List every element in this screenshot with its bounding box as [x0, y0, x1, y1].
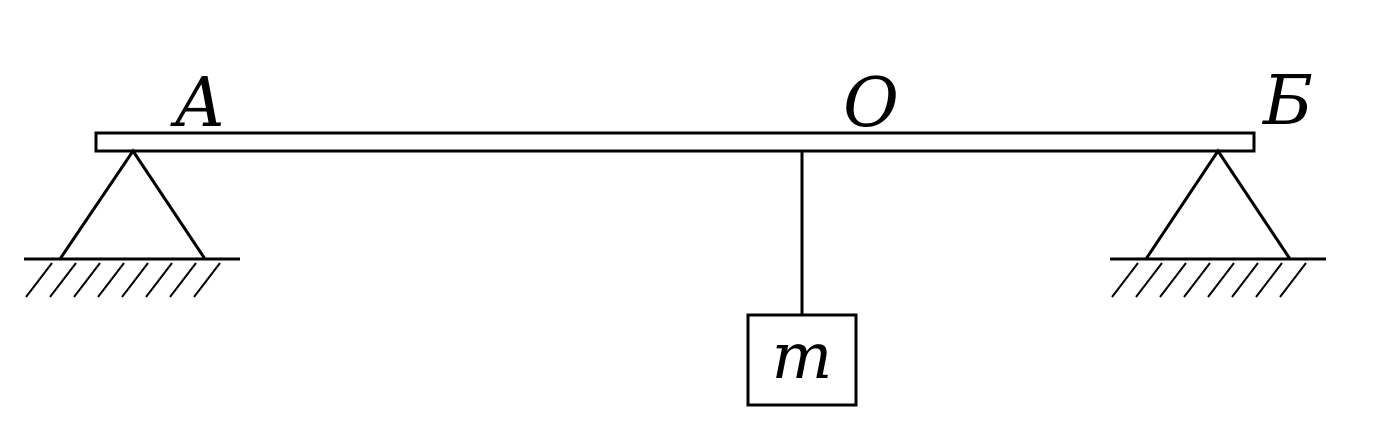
- label-mass: m: [772, 320, 833, 394]
- label-point-a: А: [170, 64, 226, 143]
- hatch-line: [25, 262, 53, 298]
- hatch-line: [1255, 262, 1283, 298]
- left-support-triangle: [58, 148, 207, 260]
- hatch-line: [97, 262, 125, 298]
- hatch-line: [1159, 262, 1187, 298]
- right-ground-hatching: [1111, 262, 1307, 298]
- hatch-line: [49, 262, 77, 298]
- right-support: [1110, 148, 1326, 298]
- label-point-b: Б: [1261, 62, 1313, 141]
- hatch-line: [73, 262, 101, 298]
- hatch-line: [145, 262, 173, 298]
- hatch-line: [1207, 262, 1235, 298]
- beam: [94, 131, 1256, 153]
- hatch-line: [193, 262, 221, 298]
- left-support: [24, 148, 240, 298]
- mass-block: [746, 313, 858, 407]
- label-point-o: О: [843, 64, 899, 143]
- hatch-line: [1135, 262, 1163, 298]
- right-support-triangle: [1144, 148, 1292, 260]
- hatch-line: [1111, 262, 1139, 298]
- hatch-line: [1231, 262, 1259, 298]
- hatch-line: [169, 262, 197, 298]
- left-ground-hatching: [25, 262, 221, 298]
- hatch-line: [1279, 262, 1307, 298]
- hatch-line: [1183, 262, 1211, 298]
- hatch-line: [121, 262, 149, 298]
